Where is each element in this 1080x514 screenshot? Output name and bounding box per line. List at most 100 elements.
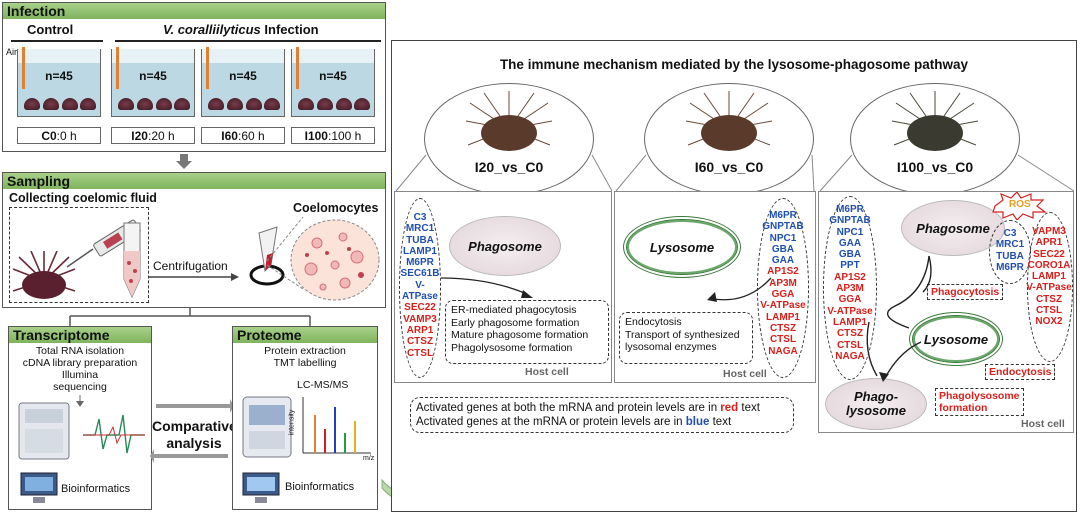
process-text: lysosomal enzymes xyxy=(625,341,717,353)
gene-red: ARP1 xyxy=(406,324,434,336)
gene-list-i20: C3 MRC1 TUBA LAMP1 M6PR SEC61B V-ATPase … xyxy=(399,212,441,359)
gene-red: CORO1A xyxy=(1027,259,1071,271)
gene-red: VAPM3 xyxy=(1032,226,1066,237)
sea-urchin-icon xyxy=(156,98,172,110)
gene-list-oval xyxy=(757,198,809,378)
sea-urchin-icon xyxy=(354,98,370,110)
gene-red: V-ATPase xyxy=(760,300,806,312)
gene-blue: M6PR xyxy=(406,257,434,269)
tank-label-i20: I20:20 h xyxy=(111,127,195,144)
mechanism-panel: The immune mechanism mediated by the lys… xyxy=(391,40,1077,512)
air-pipe xyxy=(296,47,299,89)
process-text: Mature phagosome formation xyxy=(451,329,589,341)
gene-red: AP3M xyxy=(769,277,797,289)
sea-urchin-icon xyxy=(137,98,153,110)
legend-text: text xyxy=(709,416,732,428)
tank-count: n=45 xyxy=(139,69,167,83)
infection-label-rest: Infection xyxy=(260,22,319,37)
gene-blue: V-ATPase xyxy=(402,279,438,303)
gene-red: LAMP1 xyxy=(833,316,867,328)
process-text: ER-mediated phagocytosis xyxy=(451,304,577,316)
infection-group-label: V. coralliilyticus Infection xyxy=(163,22,319,37)
sea-urchin-icon xyxy=(208,98,224,110)
air-pipe xyxy=(116,47,119,89)
process-text: Early phagosome formation xyxy=(451,316,580,329)
lysosome-organelle: Lysosome xyxy=(909,312,1003,366)
sea-urchin-icon xyxy=(685,91,773,151)
gene-blue: GBA xyxy=(771,243,795,255)
infection-panel: Infection Control V. coralliilyticus Inf… xyxy=(2,2,386,152)
phagocytosis-tag: Phagocytosis xyxy=(927,284,1004,300)
color-legend: Activated genes at both the mRNA and pro… xyxy=(410,397,794,433)
gene-red: LAMP1 xyxy=(766,311,800,323)
gene-list-oval xyxy=(399,198,441,378)
gene-blue: M6PR xyxy=(836,204,864,215)
host-cell-label: Host cell xyxy=(1021,418,1065,430)
centrifuge-tube-icon xyxy=(249,226,285,286)
phagolysosome-line1: Phago- xyxy=(853,389,899,404)
host-cell-i60: Lysosome Endocytosis Transport of synthe… xyxy=(614,191,816,383)
gene-list-i60: M6PR GNPTAB NPC1 GBA GAA AP1S2 AP3M GGA … xyxy=(757,210,809,357)
gene-red: V-ATPase xyxy=(1026,282,1072,294)
transcriptome-steps: Total RNA isolation cDNA library prepara… xyxy=(11,345,149,393)
proteome-bioinformatics: Bioinformatics xyxy=(285,481,355,493)
comparative-line1: Comparative xyxy=(152,418,237,434)
gene-blue: GBA xyxy=(838,249,862,261)
group-code: C0 xyxy=(41,129,57,143)
sea-urchin-icon xyxy=(62,98,78,110)
computer-icon xyxy=(242,472,280,503)
group-code: I60 xyxy=(221,129,238,143)
sea-urchin-icon xyxy=(891,91,979,151)
host-cell-i20: C3 MRC1 TUBA LAMP1 M6PR SEC61B V-ATPase … xyxy=(394,191,612,383)
branch-connector-icon xyxy=(69,308,311,326)
transcriptome-panel: Transcriptome Total RNA isolation cDNA l… xyxy=(8,326,152,510)
legend-text: Activated genes at the mRNA or protein l… xyxy=(416,416,686,428)
air-label: Air xyxy=(6,47,17,57)
tank-i100: n=45 xyxy=(291,47,375,117)
arrow-to-centrifuge-icon xyxy=(149,273,239,281)
comparative-label: Comparative analysis xyxy=(152,418,237,452)
gene-red: CTSL xyxy=(406,347,434,359)
gene-list-oval xyxy=(823,196,877,380)
sea-urchin-icon xyxy=(43,98,59,110)
tank-c0: n=45 xyxy=(17,47,101,117)
double-arrow-icon xyxy=(150,399,234,463)
step-text: Total RNA isolation xyxy=(35,345,125,357)
gene-red: CTSZ xyxy=(406,336,434,348)
funnel-lines-icon xyxy=(395,154,1075,192)
air-pipe xyxy=(206,47,209,89)
legend-line-blue: Activated genes at the mRNA or protein l… xyxy=(416,415,788,429)
down-arrow-icon xyxy=(76,395,84,407)
mechanism-title: The immune mechanism mediated by the lys… xyxy=(499,57,969,72)
proteome-steps: Protein extraction TMT labelling xyxy=(235,345,375,369)
comparison-label-i60: I60_vs_C0 xyxy=(694,159,764,175)
sea-urchin-icon xyxy=(227,98,243,110)
sequencing-plot-icon xyxy=(83,414,145,454)
phagosome-organelle: Phagosome xyxy=(449,216,561,276)
sequencer-icon xyxy=(18,402,70,460)
comparison-label-i100: I100_vs_C0 xyxy=(896,159,974,175)
gene-red: CTSZ xyxy=(1035,293,1063,305)
legend-text: text xyxy=(738,402,760,414)
process-text: Phagolysosome formation xyxy=(451,341,573,354)
step-text: sequencing xyxy=(53,381,107,393)
process-text: Transport of synthesized xyxy=(625,328,740,341)
gene-blue: M6PR xyxy=(996,261,1024,273)
group-code: I20 xyxy=(131,129,148,143)
endocytosis-tag: Endocytosis xyxy=(985,364,1056,380)
legend-line-red: Activated genes at both the mRNA and pro… xyxy=(416,401,788,415)
infection-bracket xyxy=(115,40,381,42)
gene-red: V-ATPase xyxy=(827,305,873,317)
ros-burst-icon xyxy=(992,192,1047,220)
sea-urchin-icon xyxy=(12,251,76,299)
legend-red-word: red xyxy=(720,402,739,414)
lysosome-organelle: Lysosome xyxy=(623,216,741,278)
pathway-arrow-icon xyxy=(440,277,533,298)
infection-header: Infection xyxy=(3,3,385,19)
gene-list-i100-mid: C3 MRC1 TUBA M6PR xyxy=(989,228,1031,273)
gene-red: GGA xyxy=(771,289,795,301)
down-arrow-icon xyxy=(176,154,192,169)
gene-red: APR1 xyxy=(1035,237,1063,249)
step-text: TMT labelling xyxy=(273,357,337,369)
tank-label-c0: C0:0 h xyxy=(17,127,101,144)
